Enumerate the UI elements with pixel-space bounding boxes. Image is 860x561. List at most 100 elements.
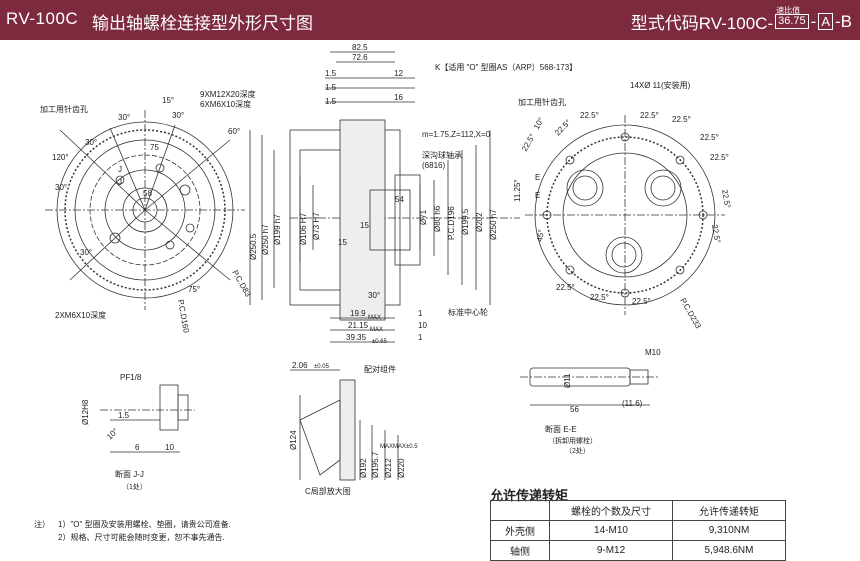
torque-title: 允许传递转矩 [490, 488, 569, 503]
model-name: RV-100C [6, 9, 79, 28]
jj-pf: PF1/8 [120, 373, 142, 382]
c-part: 配对组件 [364, 364, 396, 374]
torque-header-row: 螺栓的个数及尺寸 允许传递转矩 [490, 500, 786, 521]
right-angle-13: 45° [535, 229, 546, 242]
ee-count: （2处） [565, 446, 590, 455]
detail-jj [100, 384, 195, 453]
sec-v-6: Ø71 [419, 209, 428, 225]
torque-r0-c1: 14-M10 [549, 520, 673, 541]
right-angle-6: 22.5° [672, 115, 691, 124]
c-dim-5: Ø220 [397, 458, 406, 478]
sec-v-9: Ø199.5 [461, 208, 470, 235]
sec-sup-1: MAX [368, 315, 381, 321]
jj-dim-2: 6 [135, 443, 140, 452]
c-dim-1: Ø124 [289, 430, 298, 450]
sec-sup-2: MAX [370, 327, 383, 333]
right-angle-5: 22.5° [640, 111, 659, 120]
ee-bolt: M10 [645, 348, 661, 357]
torque-r1-c1: 9-M12 [549, 540, 673, 561]
c-sup-3: ±0.5 [406, 444, 418, 450]
right-callout-1: 14XØ 11(安装用) [630, 80, 691, 90]
right-label-e1: E [535, 173, 540, 182]
sec-v-1: Ø250.5 [249, 233, 258, 260]
sec-bottom-6: 1 [418, 333, 423, 342]
jj-dim-1: 1.5 [118, 411, 130, 420]
sec-callout-bearing: 深沟球轴承 [422, 150, 462, 160]
sec-bottom-1: 19.9 [350, 309, 366, 318]
table-row: 轴侧 9-M12 5,948.6NM [490, 540, 786, 561]
notes: 注） 1）"O" 型圈及安装用螺栓、垫圈，请贵公司准备. 2）规格、尺寸可能会随… [34, 518, 231, 544]
sec-callout-k: K【适用 "O" 型圈AS（ARP）568-173】 [435, 62, 577, 72]
sec-inner-2: 15 [360, 221, 369, 230]
ee-dim-1: Ø11 [563, 373, 572, 388]
left-angle-9: 75° [188, 285, 200, 294]
jj-dia: Ø12H8 [81, 399, 90, 425]
right-angle-11: 22.5° [556, 283, 575, 292]
ee-dim-2: 56 [570, 405, 579, 414]
sec-inner-3: 15 [338, 238, 347, 247]
jj-count: （1处） [122, 482, 147, 491]
detail-ee [520, 367, 660, 406]
torque-r0-c0: 外壳侧 [490, 520, 550, 541]
sec-inner-1: 54 [395, 195, 404, 204]
ee-title: 断面 E-E [545, 424, 577, 434]
sec-top-4: 16 [394, 93, 403, 102]
sec-v-2: Ø250 h7 [261, 224, 270, 255]
left-callout-1: 9XM12X20深度 [200, 89, 256, 99]
left-label-j2: J [118, 178, 122, 187]
ratio-caption: 速比值 [776, 6, 801, 15]
notes-label: 注） [34, 520, 50, 529]
c-dim-3: Ø195.7 [371, 451, 380, 478]
sec-v-11: Ø250 h7 [489, 209, 498, 240]
jj-dim-3: 10 [165, 443, 174, 452]
right-angle-9: 22.5° [720, 189, 732, 209]
left-angle-8: 30° [80, 248, 92, 257]
sec-callout-gear: m=1.75,Z=112,X=0 [422, 130, 491, 139]
sec-bottom-2: 21.15 [348, 321, 369, 330]
jj-dim-4: 10° [105, 426, 120, 441]
left-angle-4: 30° [85, 138, 97, 147]
sec-bottom-5: 10 [418, 321, 427, 330]
section-view [249, 51, 520, 343]
right-angle-14: 22.5° [632, 297, 651, 306]
sec-sup-3: ±0.65 [372, 339, 388, 345]
left-angle-6: 120° [52, 153, 69, 162]
c-top-dim: 2.06 [292, 361, 308, 370]
left-angle-7: 30° [55, 183, 67, 192]
left-callout-4: 2XM6X10深度 [55, 310, 106, 320]
sec-v-5: Ø73 H7 [312, 212, 321, 240]
sec-top-6: 1.5 [325, 83, 337, 92]
model-code-prefix: 型式代码RV-100C- [630, 14, 774, 33]
table-row: 外壳侧 14-M10 9,310NM [490, 520, 786, 541]
sec-top-7: 1.5 [325, 97, 337, 106]
sec-v-4: Ø106 H7 [299, 212, 308, 245]
left-callout-3: 加工用针齿孔 [40, 104, 88, 114]
left-label-75: 75 [150, 143, 159, 152]
ratio-value: 36.75 [778, 15, 806, 27]
detail-c [290, 369, 399, 481]
right-callout-3: P.C.D233 [678, 297, 703, 331]
right-angle-12: 22.5° [590, 293, 609, 302]
sec-v-8: P.C.D196 [447, 206, 456, 240]
left-view [45, 110, 245, 310]
sec-inner-4: 30° [368, 291, 380, 300]
right-angle-10: 22.5° [710, 224, 722, 244]
right-callout-2: 加工用针齿孔 [518, 97, 566, 107]
c-top-tol: ±0.05 [314, 364, 330, 370]
right-angle-8: 22.5° [710, 153, 729, 162]
torque-col-0 [490, 500, 550, 521]
torque-col-1: 螺栓的个数及尺寸 [549, 500, 673, 521]
left-callout-5: P.C.D83 [230, 269, 253, 299]
right-view [525, 115, 725, 315]
left-label-58: 58 [143, 189, 152, 198]
torque-table: 螺栓的个数及尺寸 允许传递转矩 外壳侧 14-M10 9,310NM 轴侧 9-… [490, 500, 786, 561]
right-angle-2: 22.5° [520, 132, 537, 153]
left-label-j1: J [118, 165, 122, 174]
sec-bottom-3: 39.35 [346, 333, 367, 342]
right-angle-3: 22.5° [553, 118, 573, 138]
sec-callout-sun: 标准中心轮 [448, 307, 488, 317]
sec-callout-bearing-no: (6816) [422, 161, 445, 170]
right-label-e2: E [535, 191, 540, 200]
ratio-box: 速比值 36.75 [775, 6, 809, 29]
